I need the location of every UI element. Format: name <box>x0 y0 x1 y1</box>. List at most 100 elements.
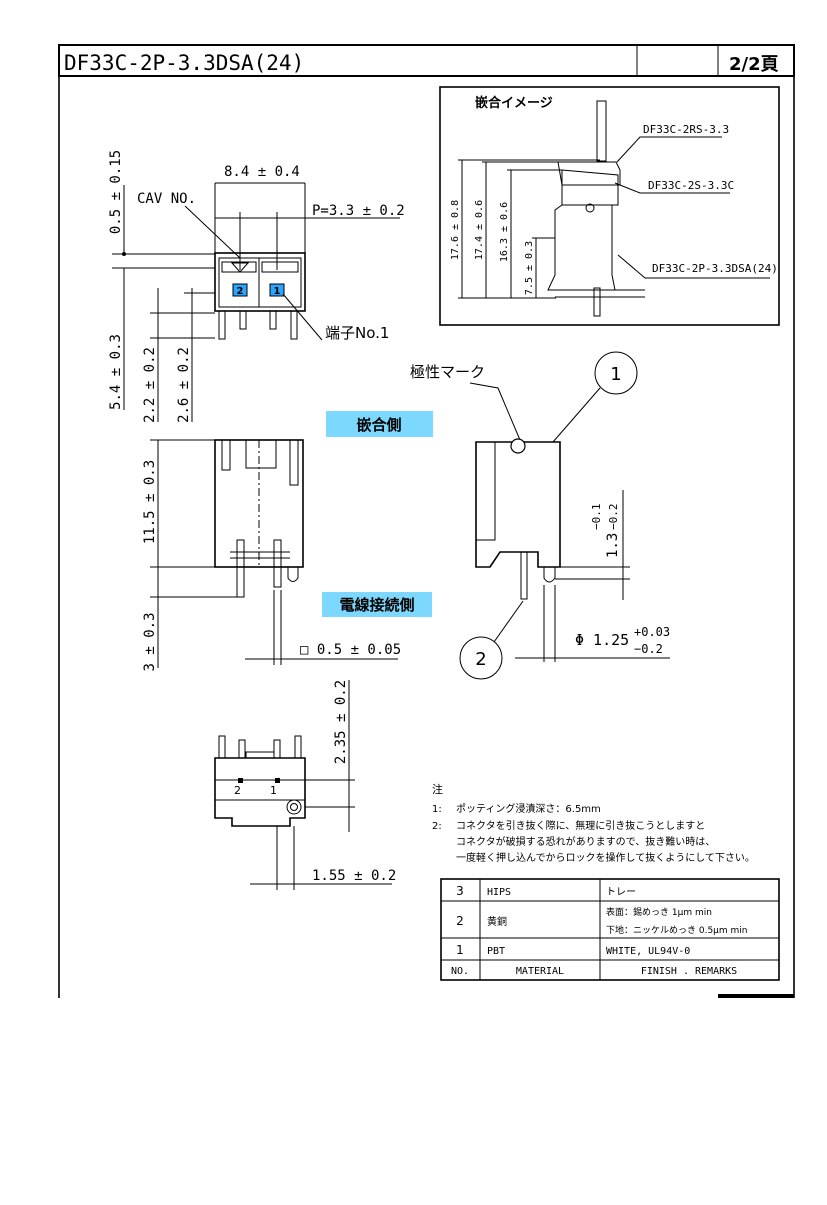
side-latch <box>476 441 496 541</box>
leader-line <box>552 387 601 443</box>
mating-side-badge <box>326 411 433 437</box>
dim-1-3-lower: −0.2 <box>607 504 620 531</box>
square-dim: □ 0.5 ± 0.05 <box>300 642 401 658</box>
height-dim-2-2: 2.2 ± 0.2 <box>142 347 158 423</box>
bottom-pin <box>218 735 226 759</box>
front-window <box>245 439 277 469</box>
dim-1-3-upper: −0.1 <box>590 504 603 531</box>
table-header-material: MATERIAL <box>516 966 564 977</box>
offset-dim: 0.5 ± 0.15 <box>108 150 124 234</box>
front-pin <box>273 539 282 588</box>
bottom-body <box>214 757 306 827</box>
inset-receptacle-cap <box>557 161 621 186</box>
table-cell-material: 黄銅 <box>487 915 507 928</box>
bottom-contact <box>275 778 280 783</box>
diameter-lower: −0.2 <box>634 642 663 656</box>
cav-number-2: 2 <box>237 286 244 297</box>
front-pin <box>236 539 245 598</box>
bottom-contact <box>238 778 243 783</box>
leader-line <box>616 136 722 163</box>
front-slot <box>221 439 231 471</box>
page-number: 2/2頁 <box>729 54 779 75</box>
diameter-upper: +0.03 <box>634 625 670 639</box>
callout-circle-1 <box>594 351 638 395</box>
top-pin <box>239 310 247 330</box>
table-cell-material: PBT <box>487 946 505 957</box>
part-number: DF33C-2P-3.3DSA(24) <box>64 51 304 75</box>
height-dim-5-4: 5.4 ± 0.3 <box>108 334 124 410</box>
polarity-mark <box>510 438 526 454</box>
dim-point <box>122 252 126 256</box>
note-number: 1: <box>432 804 442 815</box>
top-view: 8.4 ± 0.4 P=3.3 ± 0.2 CAV NO. 2 1 端子No.1 <box>108 150 405 423</box>
inset-header <box>547 204 616 291</box>
inset-title: 嵌合イメージ <box>475 95 553 111</box>
polarity-label: 極性マーク <box>410 363 485 381</box>
table-cell-finish: 表面：錫めっき 1μm min <box>606 906 712 918</box>
bottom-rib <box>245 751 275 759</box>
table-header-finish: FINISH . REMARKS <box>641 966 737 977</box>
inset-cable <box>596 100 607 162</box>
note-text: コネクタを引き抜く際に、無理に引き抜こうとしますと <box>456 819 705 832</box>
side-view: 極性マーク 1 1.3 −0.1 −0.2 2 Φ 1.25 +0.03 −0.… <box>410 351 670 680</box>
label-socket: DF33C-2S-3.3C <box>648 179 734 192</box>
front-post <box>287 567 299 582</box>
table-cell-no: 2 <box>456 914 464 928</box>
table-cell-no: 3 <box>456 884 464 898</box>
dim-17-4: 17.4 ± 0.6 <box>474 200 485 260</box>
materials-table: 3 HIPS トレー 2 黄銅 表面：錫めっき 1μm min 下地：ニッケルめ… <box>440 878 780 981</box>
cav-badge-1 <box>269 283 285 297</box>
bottom-post-inner <box>290 803 298 811</box>
label-receptacle: DF33C-2RS-3.3 <box>643 123 729 136</box>
inset-pin <box>593 287 601 317</box>
dim-17-6: 17.6 ± 0.8 <box>450 200 461 260</box>
height-dim-2-6: 2.6 ± 0.2 <box>176 347 192 423</box>
title-block: DF33C-2P-3.3DSA(24) 2/2頁 <box>58 44 795 998</box>
inset-frame <box>439 86 780 326</box>
dim-1-55: 1.55 ± 0.2 <box>312 868 396 884</box>
side-post <box>543 567 556 583</box>
table-header-no: NO. <box>451 966 469 977</box>
dim-2-35: 2.35 ± 0.2 <box>333 680 349 764</box>
inset-socket <box>561 169 619 206</box>
table-cell-finish: 下地：ニッケルめっき 0.5μm min <box>606 924 748 936</box>
diameter-dim: Φ 1.25 <box>575 631 629 649</box>
top-pin <box>269 310 277 330</box>
bottom-view: 2 1 2.35 ± 0.2 1.55 ± 0.2 <box>214 680 396 890</box>
dim-16-3: 16.3 ± 0.6 <box>499 202 510 262</box>
front-slot <box>289 439 299 486</box>
top-body-outer <box>214 252 306 312</box>
table-cell-material: HIPS <box>487 887 511 898</box>
bottom-post-outer <box>286 799 302 815</box>
callout-number-2: 2 <box>475 649 486 670</box>
leader-line <box>469 382 521 441</box>
side-pin <box>520 551 528 600</box>
wire-side-label: 電線接続側 <box>339 596 414 614</box>
dim-1-3: 1.3 <box>605 533 621 558</box>
table-cell-finish: トレー <box>606 887 636 898</box>
top-latch <box>261 261 299 273</box>
bottom-pin <box>294 735 302 759</box>
cav-label: CAV NO. <box>137 191 196 207</box>
mating-side-label: 嵌合側 <box>356 416 401 434</box>
leader-line <box>617 254 770 279</box>
note-text: 一度軽く押し込んでからロックを操作して抜くようにして下さい。 <box>456 851 755 864</box>
bottom-pin <box>238 739 246 759</box>
table-frame <box>440 878 780 981</box>
callout-number-1: 1 <box>610 364 621 385</box>
mating-image-inset: 嵌合イメージ 17.6 ± 0.8 17.4 ± 0.6 16.3 ± 0.6 … <box>439 86 780 326</box>
top-body-inner <box>218 257 302 308</box>
leader-line <box>614 182 730 194</box>
bottom-pin <box>273 739 281 759</box>
note-text: ポッティング浸漬深さ：6.5mm <box>456 802 601 815</box>
top-triangle <box>230 262 250 273</box>
cav-badge-2 <box>232 283 248 297</box>
title-frame <box>58 44 795 77</box>
callout-circle-2 <box>459 636 503 680</box>
leader-line <box>184 205 241 259</box>
notes: 注 1: ポッティング浸漬深さ：6.5mm 2: コネクタを引き抜く際に、無理に… <box>432 782 755 864</box>
leader-line <box>493 600 524 643</box>
front-view: 嵌合側 11.5 ± 0.3 3 ± 0.3 電線接続側 □ 0.5 ± 0.0… <box>142 411 433 672</box>
notes-heading: 注 <box>432 782 443 796</box>
